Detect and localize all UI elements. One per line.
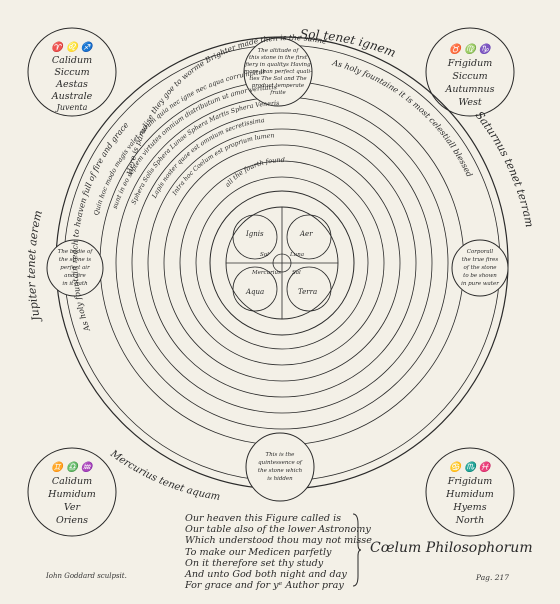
small-circle-line: The altitude of [258,48,300,54]
inner-sal: Sal [292,270,301,276]
small-circle-line: ties The Sol and The [249,76,307,82]
small-circle-line: the true fires [462,257,499,263]
small-circle-line: this stone in the first [249,55,308,61]
small-circle-line: is hidden [267,476,293,482]
corner-bottom-right: ♋ ♏ ♓ Frigidum Humidum Hyems North [445,461,494,526]
small-circle-line: more than perfect quali- [244,69,312,75]
corner-bottom-left-sign: ♊ ♎ ♒ [51,461,95,473]
corner-bottom-left-line: Calidum [52,476,92,487]
small-circle-line: in it hath [62,281,88,287]
brace-icon [352,513,362,587]
ring-circles [46,37,509,502]
corner-circles [27,27,515,537]
verse-line: Our table also of the lower Astronomy [185,524,371,536]
quadrant-aer: Aer [299,230,313,238]
corner-top-right-line: Autumnus [444,84,494,95]
small-circle-line: fiery in qualitys Having [244,62,311,68]
corner-bottom-right-line: Frigidum [447,476,493,487]
quadrant-terra: Terra [298,288,317,296]
corner-top-left-line: Juventa [55,103,88,112]
corner-bottom-right-sign: ♋ ♏ ♓ [449,461,493,473]
corner-top-left-line: Siccum [54,67,89,78]
small-circle-line: the stone which [258,468,303,474]
corner-bottom-right-line: Hyems [452,502,486,513]
small-circle-line: The bodie of [58,249,94,255]
center-inner-labels: Sol Luna Mercurius Sal [251,252,304,276]
small-circle-line: in pure water [461,281,499,287]
small-circle-bottom: This is the quintessence of the stone wh… [258,452,303,482]
corner-bottom-left-line: Ver [64,502,82,513]
verse-line: And unto God both night and day [185,569,347,581]
verse-line: Our heaven this Figure called is [185,513,342,524]
small-circle-line: quintessence of [258,460,303,466]
engraver-credit: Iohn Goddard sculpsit. [46,572,127,580]
small-circle-line: product temperate [252,83,305,89]
corner-top-right-sign: ♉ ♍ ♑ [449,43,493,55]
small-circle-line: This is the [266,452,296,458]
small-circle-left: The bodie of the stone is perfect air an… [58,249,94,287]
page-reference: Pag. 217 [476,573,510,582]
corner-top-left-line: Calidum [52,55,92,66]
verse-line: For grace and for yᵉ Author pray [185,580,344,592]
small-circle-line: fruite [269,90,286,96]
small-circle-right: Corporall the true fires of the stone to… [461,249,499,287]
corner-bottom-left-line: Oriens [56,515,88,526]
verse-line: Which understood thou may not misse [185,535,372,547]
corner-top-right: ♉ ♍ ♑ Frigidum Siccum Autumnus West [444,43,494,108]
inner-mercurius: Mercurius [251,270,281,276]
center-label-top: all the fourth found [224,156,285,189]
small-circle-line: the stone is [59,257,91,263]
corner-top-left-line: Australe [51,91,93,102]
corner-bottom-left-line: Humidum [47,489,96,500]
inner-luna: Luna [289,252,304,258]
small-circle-line: Corporall [467,249,494,255]
figure-caption: Cœlum Philosophorum [370,540,533,556]
quadrant-ignis: Ignis [245,230,264,238]
quadrant-aqua: Aqua [245,288,264,296]
small-circle-top: The altitude of this stone in the first … [244,48,312,96]
small-circle-line: and fire [64,273,86,279]
small-circle-line: to be shown [463,273,497,279]
center-elements [226,207,338,319]
corner-top-left: ♈ ♌ ♐ Calidum Siccum Aestas Australe Juv… [51,41,95,112]
corner-top-right-line: West [458,97,481,108]
corner-bottom-right-line: North [455,515,485,526]
corner-top-right-line: Frigidum [447,58,493,69]
corner-top-left-line: Aestas [55,79,88,90]
outer-label-right: Saturnus tenet terram [473,109,536,229]
inner-sol: Sol [260,252,269,258]
verse-line: To make our Medicen parfetly [185,546,332,558]
outer-label-left: Jupiter tenet aerem [25,209,45,324]
corner-bottom-left: ♊ ♎ ♒ Calidum Humidum Ver Oriens [47,461,96,526]
verse-block: Our heaven this Figure called is Our tab… [185,513,385,591]
center-quadrant-labels: Ignis Aer Aqua Terra [245,230,317,296]
small-circle-line: of the stone [464,265,498,271]
corner-top-left-sign: ♈ ♌ ♐ [51,41,95,53]
small-circle-line: perfect air [60,265,90,271]
corner-top-right-line: Siccum [452,71,487,82]
verse-line: On it therefore set thy study [185,557,324,569]
corner-bottom-right-line: Humidum [445,489,494,500]
